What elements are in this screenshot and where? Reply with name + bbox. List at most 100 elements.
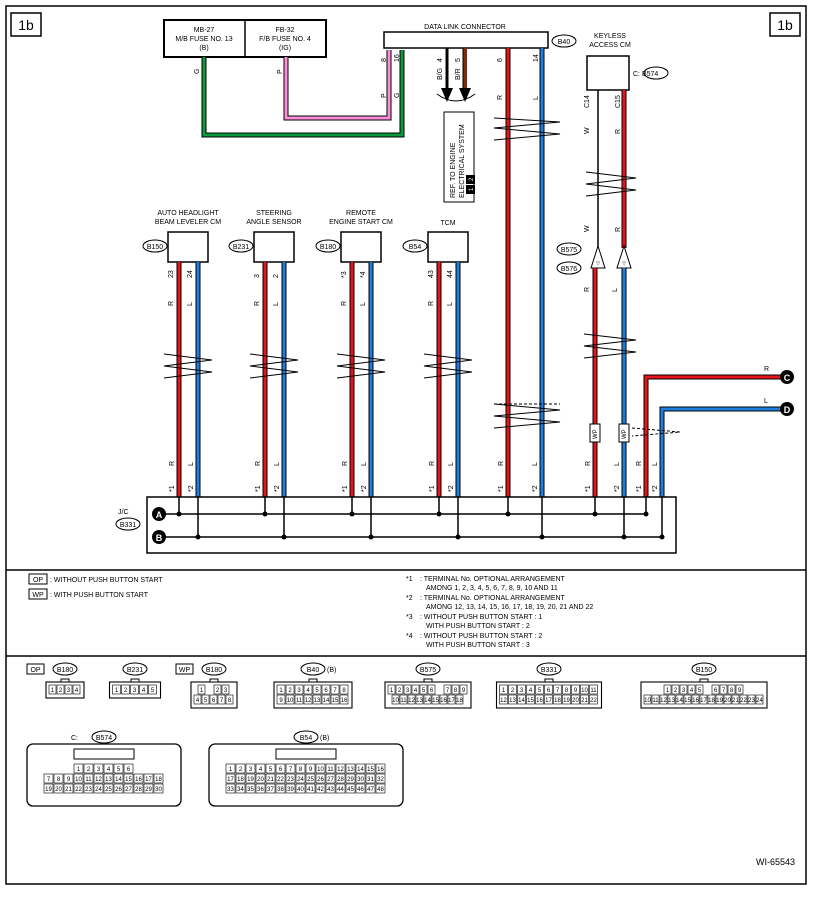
- page-tag-right-text: 1b: [777, 17, 793, 33]
- mb27-fuse-label: M/B FUSE NO. 13: [175, 36, 232, 43]
- connector-pin-cell: [365, 763, 376, 774]
- jc-terminal-color: L: [448, 462, 455, 466]
- connector-pin-cell: [201, 694, 210, 705]
- ref-badge-2: [466, 175, 475, 184]
- dlc-twist-top: [493, 117, 561, 141]
- connector-pin-cell: [683, 694, 692, 705]
- bus-a-letter: A: [156, 510, 163, 520]
- connector-pin-cell: [285, 773, 296, 784]
- connector-pin-cell: [431, 694, 440, 705]
- connector-pin-number: 23: [287, 777, 294, 783]
- connector-pin-cell: [265, 763, 276, 774]
- jc-terminal-dot: [262, 511, 268, 517]
- connector-pin-cell: [562, 694, 571, 705]
- jc-terminal-number: *1: [169, 485, 176, 492]
- module-res-pin-color: L: [360, 302, 367, 306]
- connector-pin-number: 46: [357, 787, 364, 793]
- connector-pin-cell: [643, 694, 652, 705]
- ref-box-line2: ELECTRICAL SYSTEM: [459, 124, 466, 198]
- module-hlb-box: [167, 231, 209, 263]
- offpage-c-marker: C: [780, 370, 794, 384]
- connector-pin-cell: [671, 684, 680, 695]
- connector-pin-number: 27: [125, 787, 132, 793]
- connector-pin-cell: [544, 684, 553, 695]
- jc-terminal-number: *1: [585, 485, 592, 492]
- connector-pin-number: 20: [724, 698, 731, 704]
- legend-note-line: WITH PUSH BUTTON START : 2: [426, 623, 530, 630]
- fb32-label: FB-32: [275, 27, 294, 34]
- connector-pin-cell: [589, 694, 598, 705]
- connector-pin-cell: [245, 773, 256, 784]
- jc-terminal: R*1: [342, 461, 355, 517]
- module-hlb-title: AUTO HEADLIGHT: [157, 210, 219, 217]
- connector-pin-number: 3: [224, 688, 228, 694]
- legend-note-mark: *4: [406, 633, 413, 640]
- connector-pin-cell: [580, 684, 589, 695]
- connector-pin-number: 9: [309, 767, 313, 773]
- connector-pin-number: 19: [247, 777, 254, 783]
- connector-pin-cell: [419, 684, 428, 695]
- connector-view-badge: [415, 662, 441, 676]
- connector-pin-number: 39: [287, 787, 294, 793]
- connector-pin-number: 7: [47, 777, 51, 783]
- connector-pin-cell: [345, 783, 356, 794]
- jc-terminal-number: *2: [614, 485, 621, 492]
- connector-pin-number: 5: [538, 688, 542, 694]
- connector-pin-cell: [103, 763, 114, 774]
- legend-note-line: WITH PUSH BUTTON START : 3: [426, 642, 530, 649]
- jc-terminal-dot: [349, 511, 355, 517]
- connector-pin-cell: [255, 763, 266, 774]
- keyless-box: [586, 55, 630, 91]
- connector-view-badge: [300, 662, 326, 676]
- module-res-box: [340, 231, 382, 263]
- connector-pin-cell: [113, 763, 124, 774]
- connector-pin-number: 19: [563, 698, 570, 704]
- connector-pin-cell: [73, 773, 84, 784]
- connector-pin-cell: [719, 684, 728, 695]
- connector-pin-number: 5: [698, 688, 702, 694]
- connector-pin-number: 5: [422, 688, 426, 694]
- connector-pin-number: 14: [518, 698, 525, 704]
- connector-pin-number: 2: [124, 688, 128, 694]
- connector-pin-cell: [663, 684, 672, 695]
- connector-pin-cell: [499, 684, 508, 695]
- connector-pin-cell: [411, 684, 420, 695]
- connector-pin-number: 16: [536, 698, 543, 704]
- jc-terminal: L*2: [188, 462, 201, 540]
- connector-pin-cell: [103, 773, 114, 784]
- connector-pin-cell: [275, 773, 286, 784]
- dlc-arrow-br: [459, 48, 471, 102]
- connector-pin-cell: [345, 763, 356, 774]
- module-res-code: B180: [320, 244, 336, 251]
- connector-pin-cell: [365, 773, 376, 784]
- connector-pin-cell: [345, 773, 356, 784]
- wire-g: [202, 50, 404, 137]
- connector-pin-number: 21: [267, 777, 274, 783]
- connector-pin-number: 30: [155, 787, 162, 793]
- connector-pin-cell: [265, 783, 276, 794]
- connector-pin-cell: [113, 773, 124, 784]
- dlc-pin5: 5: [455, 58, 462, 62]
- connector-pin-number: 22: [277, 777, 284, 783]
- legend-tag-box: [28, 573, 48, 585]
- connector-pin-cell: [139, 684, 148, 695]
- connector-view-latch: [209, 678, 219, 683]
- connector-pin-number: 14: [357, 767, 364, 773]
- connector-pin-number: 5: [269, 767, 273, 773]
- connector-pin-cell: [294, 694, 304, 705]
- connector-pin-number: 20: [572, 698, 579, 704]
- connector-pin-number: 7: [220, 698, 224, 704]
- keyless-title1: KEYLESS: [594, 33, 626, 40]
- connector-pin-number: 6: [127, 767, 131, 773]
- connector-pin-number: 7: [333, 688, 337, 694]
- module-sas-title: ANGLE SENSOR: [246, 219, 301, 226]
- connector-pin-cell: [63, 773, 74, 784]
- connector-pin-cell: [73, 783, 84, 794]
- connector-pin-number: 3: [67, 688, 71, 694]
- connector-pin-number: 13: [668, 698, 675, 704]
